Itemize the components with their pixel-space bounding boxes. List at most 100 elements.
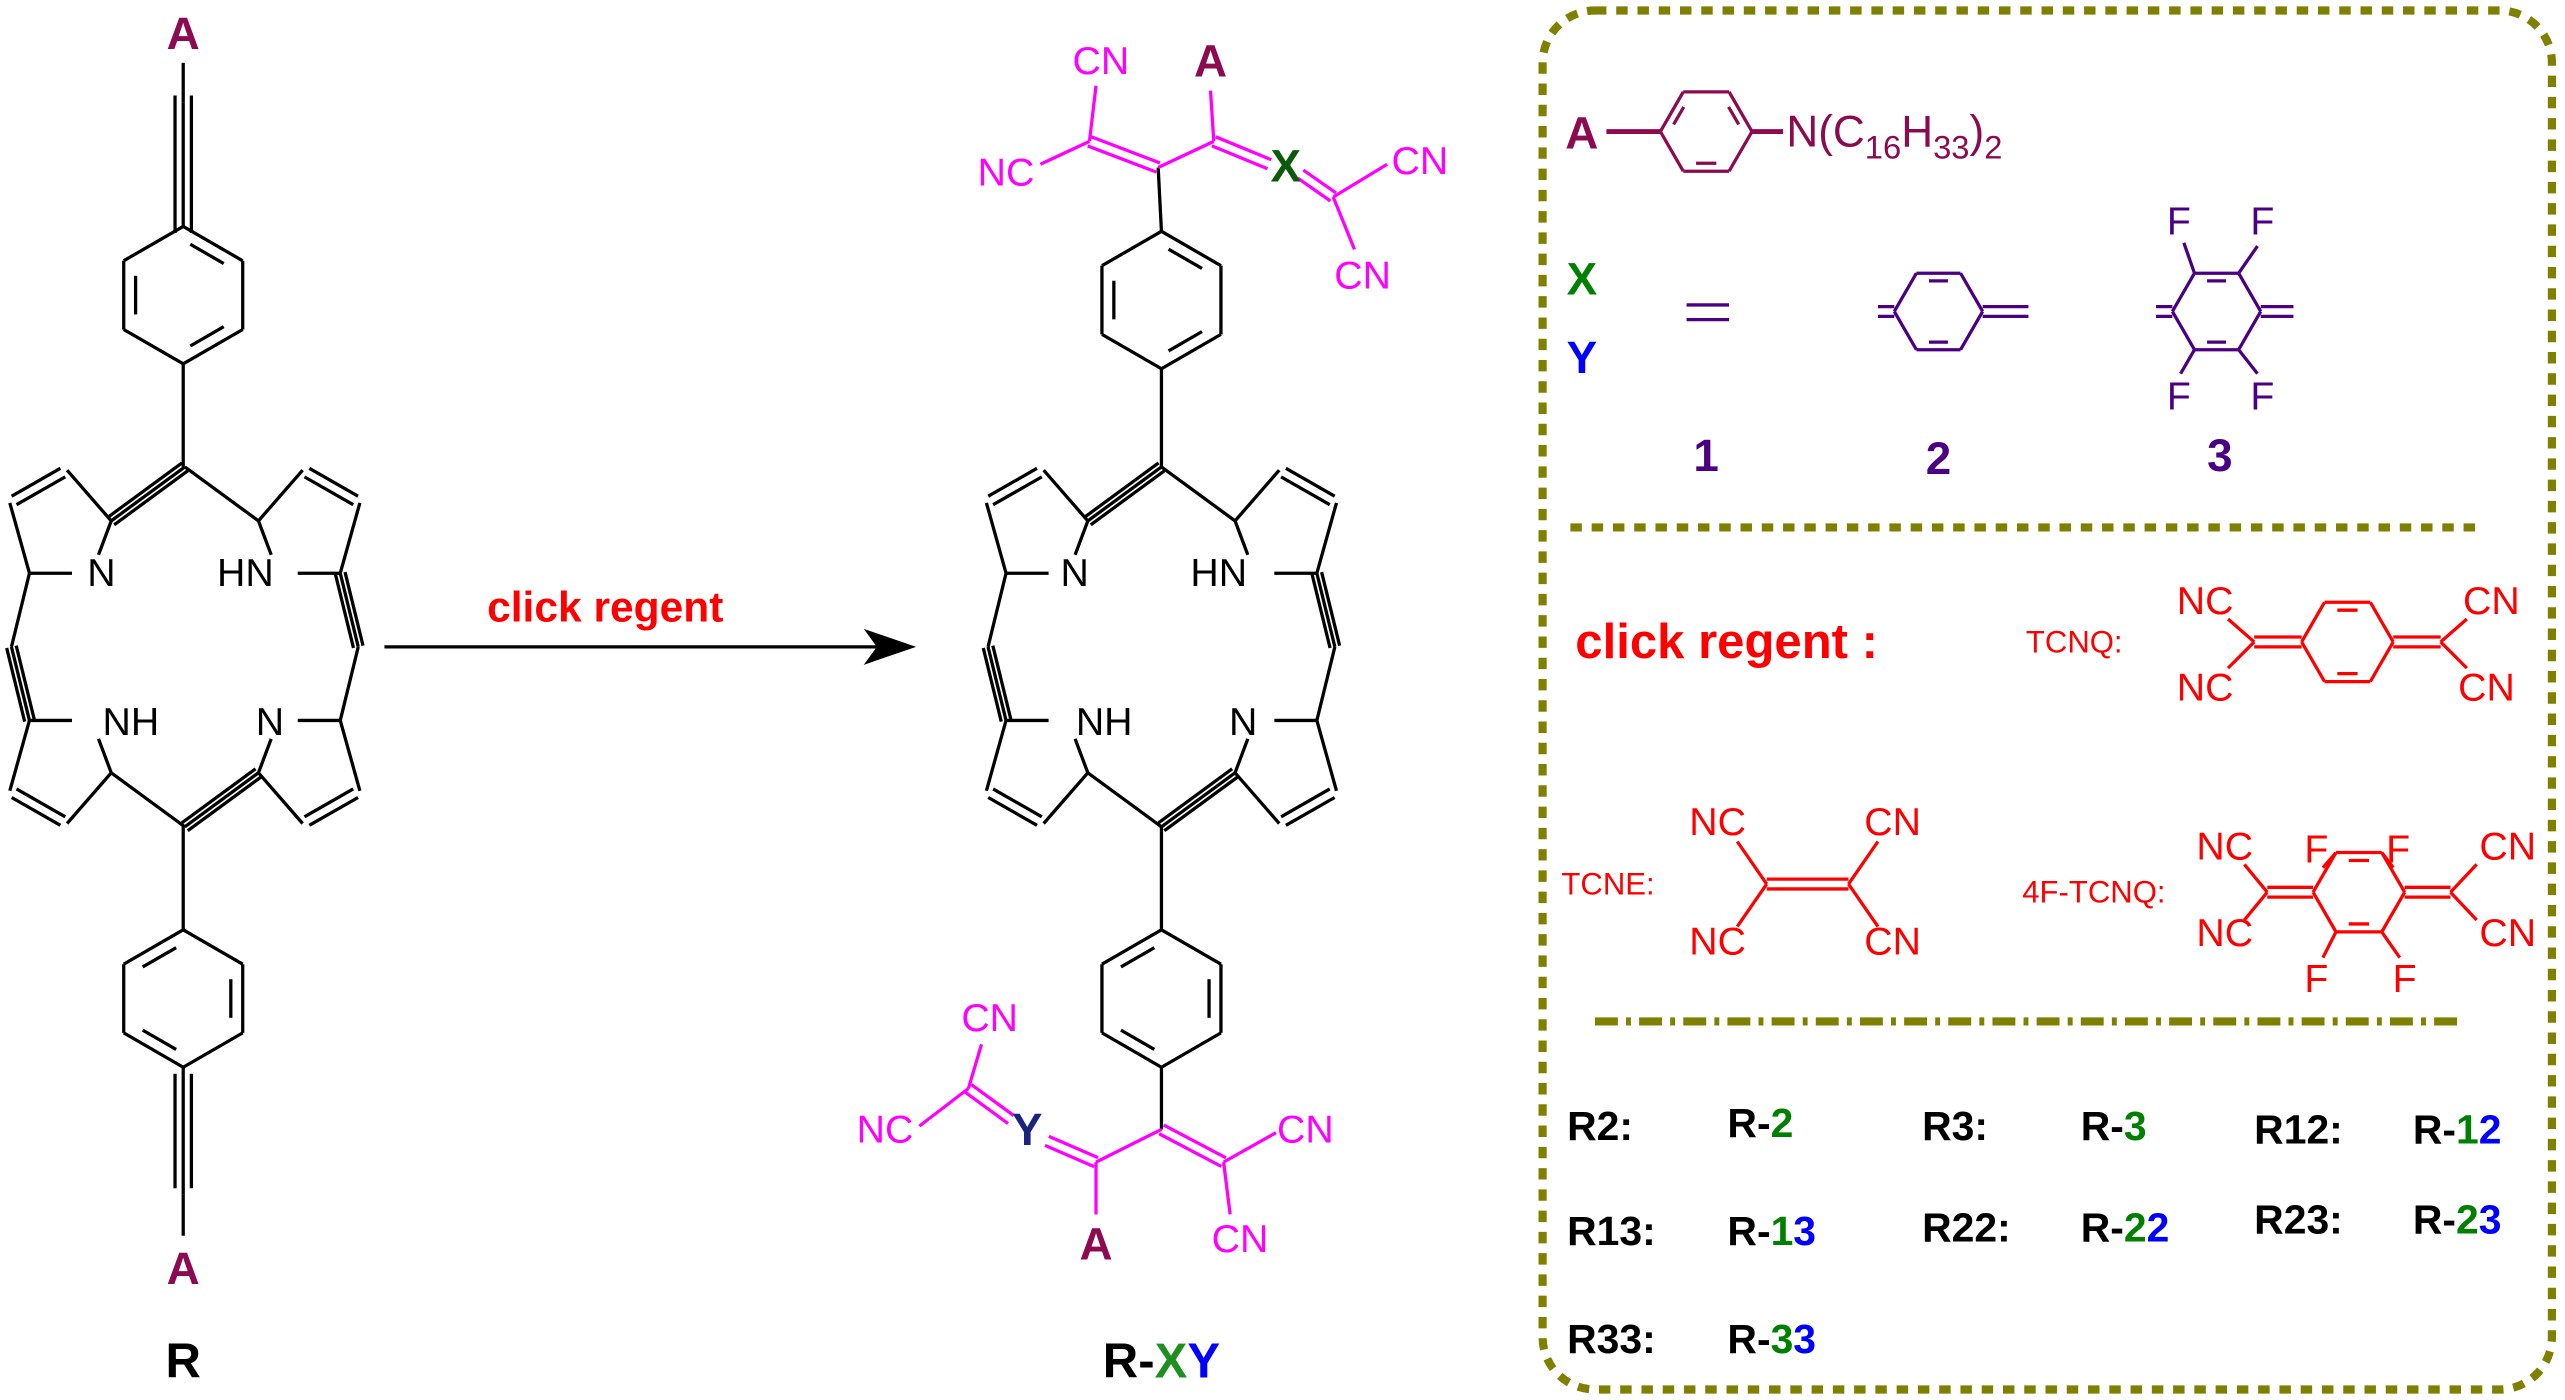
tcne-nc: NC [1689, 800, 1746, 844]
porphyrin-bond [257, 469, 304, 522]
product-entry-name: R2: [1567, 1103, 1633, 1149]
spacer-number-1: 1 [1693, 430, 1718, 481]
acceptor-bond [1222, 1131, 1277, 1164]
spacer3-ring [2237, 272, 2263, 313]
porphyrin-bond [1083, 461, 1160, 519]
product-entry-name: R12: [2254, 1106, 2343, 1152]
phenyl-ring [122, 1031, 185, 1069]
reactant-nh-tr: HN [217, 551, 274, 595]
tcnq-bond [2226, 640, 2256, 670]
phenyl-ring [1727, 106, 1741, 126]
tcnq-nc: NC [2177, 666, 2234, 710]
f4tcnq-bond [2243, 863, 2269, 894]
porphyrin-bond [14, 645, 36, 720]
f4tcnq-f-bond [2380, 851, 2395, 869]
product-entry-value: R-12 [2413, 1106, 2502, 1152]
porphyrin-bond [1160, 465, 1237, 523]
f4tcnq-f-bond [2321, 931, 2338, 959]
porphyrin-bond [96, 520, 113, 556]
acceptor-bond [1332, 162, 1389, 199]
product-bottom-a: A [1079, 1218, 1112, 1269]
product-label-prefix: R- [1103, 1335, 1155, 1389]
porphyrin-bond [8, 720, 32, 792]
legend-a-formula: N(C16H33)2 [1786, 107, 2002, 165]
spacer3-ring [2170, 310, 2196, 351]
f4tcnq-f: F [2386, 828, 2410, 872]
product-label: R-XY [1103, 1335, 1220, 1389]
product-bottom-cn-up: CN [961, 996, 1018, 1040]
porphyrin-bond [308, 796, 359, 827]
product-list: R2: R-2 R3: R-3 R12: R-12 R13: R-13 R22:… [1567, 1100, 2501, 1362]
acceptor-bond [1095, 1127, 1163, 1164]
porphyrin-bond [1233, 738, 1250, 774]
spacer2-ring [1959, 310, 1985, 351]
tcnq-ring [2300, 641, 2326, 683]
f4tcnq-cn: CN [2479, 911, 2536, 955]
porphyrin-bond [984, 720, 1008, 792]
spacer3-f: F [2250, 375, 2274, 419]
porphyrin-bond [1073, 520, 1090, 556]
tcnq-ring [2368, 641, 2395, 683]
spacer3-f-bond [2179, 348, 2196, 375]
porphyrin-bond [1285, 796, 1336, 827]
phenyl-ring [122, 928, 185, 966]
product-entry-value: R-13 [1727, 1208, 1816, 1254]
porphyrin-bond [992, 787, 1043, 819]
entry-y: 3 [1793, 1316, 1816, 1362]
porphyrin-bond [1233, 520, 1250, 556]
product-entry-value: R-3 [2081, 1103, 2147, 1149]
arrow-head-icon [863, 628, 917, 665]
product-top-cn-up: CN [1073, 39, 1130, 83]
f4tcnq-f: F [2393, 957, 2417, 1001]
bond [1156, 167, 1164, 232]
phenyl-ring [1120, 946, 1156, 969]
porphyrin-bond [992, 475, 1043, 507]
phenyl-ring [141, 1028, 177, 1051]
formula-subscript: 2 [1984, 128, 2002, 165]
legend-y-label: Y [1567, 332, 1598, 383]
product-entry-name: R22: [1922, 1205, 2011, 1251]
product-top-a: A [1194, 36, 1227, 87]
tcnq-cn: CN [2458, 666, 2515, 710]
porphyrin-bond [981, 647, 1003, 723]
reactant-n-tl: N [87, 551, 115, 595]
porphyrin-bond [110, 771, 186, 829]
reactant-a-bottom: A [167, 1243, 200, 1294]
porphyrin-bond [338, 572, 360, 648]
porphyrin-bond [338, 646, 360, 721]
reactant-nh-bl: NH [103, 700, 160, 744]
porphyrin-bond [9, 572, 32, 648]
porphyrin-bond [15, 475, 67, 507]
acceptor-bond [1157, 139, 1215, 170]
phenyl-ring [1672, 106, 1686, 126]
tcnq-bond [2439, 617, 2468, 644]
spacer3-ring [2237, 310, 2263, 351]
entry-x: 2 [2124, 1205, 2147, 1251]
porphyrin-bond [303, 787, 355, 819]
porphyrin-bond [65, 469, 113, 522]
phenyl-ring [1727, 130, 1754, 173]
tcne-bond [1847, 883, 1880, 928]
porphyrin-bond [1073, 738, 1090, 774]
tcnq-nc: NC [2177, 579, 2234, 623]
spacer3-f-bond [2182, 242, 2197, 274]
porphyrin-bond [1315, 502, 1339, 574]
acceptor-bond [1208, 90, 1216, 142]
acceptor-bond [1296, 176, 1332, 203]
porphyrin-bond [113, 469, 189, 527]
legend-a-label: A [1565, 108, 1598, 159]
acceptor-bond [1039, 139, 1091, 166]
acceptor-bond [1158, 1132, 1223, 1168]
phenyl-ring [122, 225, 185, 263]
porphyrin-bond [96, 738, 113, 774]
product-label-y: Y [1187, 1335, 1220, 1389]
porphyrin-bond [986, 572, 1008, 648]
tcne-bond [1735, 840, 1769, 885]
porphyrin-bond [1163, 775, 1239, 833]
porphyrin-bond [1233, 771, 1281, 825]
phenyl-ring [141, 946, 177, 969]
spacer2-ring [1892, 272, 1918, 313]
phenyl-ring [1101, 928, 1163, 966]
tcnq-label: TCNQ: [2026, 624, 2123, 659]
entry-y: 2 [2147, 1205, 2170, 1251]
